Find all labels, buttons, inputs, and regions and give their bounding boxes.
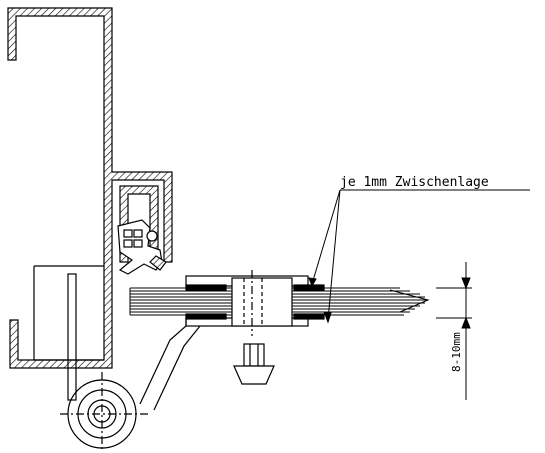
support-arm (139, 318, 201, 411)
rubber-seal (117, 219, 167, 275)
note-leader (308, 189, 530, 324)
countersunk-screw (233, 343, 275, 385)
hinge-roller (60, 372, 150, 452)
gap-dimension-lines (436, 262, 472, 400)
gap-dimension-label: 8-10mm (450, 332, 463, 372)
side-box (33, 265, 104, 401)
frame-profile (7, 7, 173, 369)
clamp-assembly (185, 270, 325, 336)
interlayer-note: je 1mm Zwischenlage (340, 175, 489, 190)
